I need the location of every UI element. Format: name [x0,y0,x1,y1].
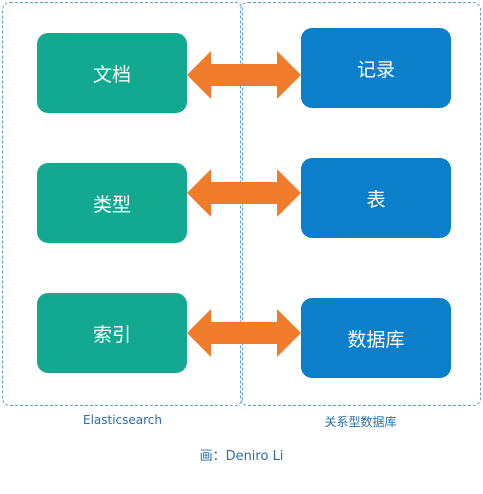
relational-db-panel-label: 关系型数据库 [324,415,397,429]
db-record-box: 记录 [301,28,451,108]
double-arrow-icon [187,51,301,99]
es-type-box: 类型 [37,163,187,243]
elasticsearch-panel-label: Elasticsearch [82,413,163,427]
db-database-box: 数据库 [301,298,451,378]
es-document-box: 文档 [37,33,187,113]
double-arrow-icon [187,309,301,357]
db-database-label: 数据库 [347,328,405,351]
es-document-label: 文档 [92,63,131,86]
db-record-label: 记录 [356,58,395,81]
es-index-box: 索引 [37,293,187,373]
double-arrow-icon [187,169,301,217]
db-table-label: 表 [366,188,386,211]
es-index-label: 索引 [92,323,131,346]
db-table-box: 表 [301,158,451,238]
es-type-label: 类型 [92,193,131,216]
author-credit: 画：Deniro Li [199,449,284,464]
